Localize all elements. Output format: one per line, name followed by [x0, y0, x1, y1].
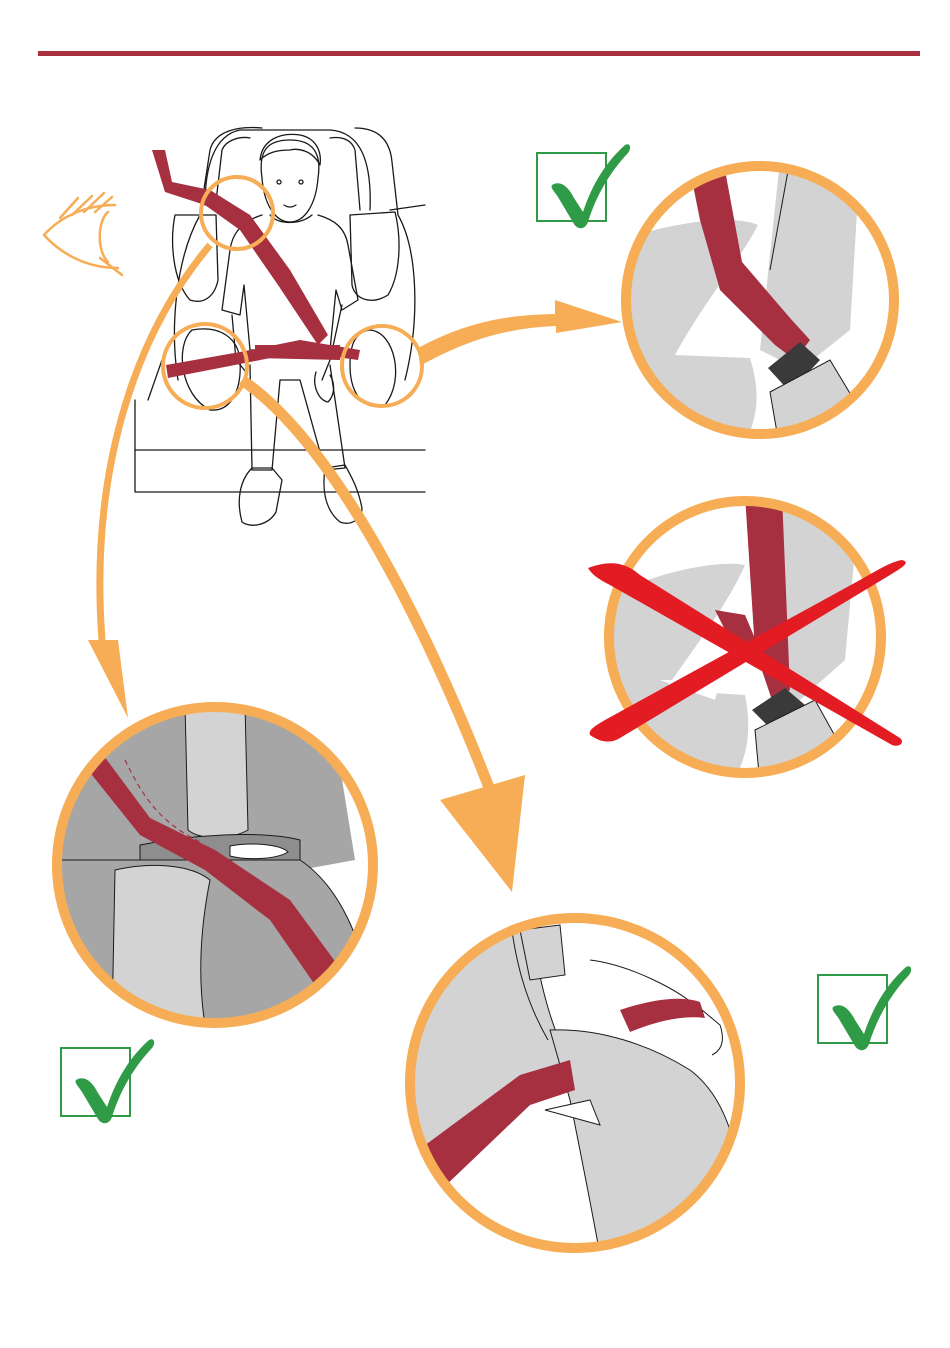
lap-belt-wrong-panel [600, 495, 890, 785]
lap-belt-guide-lower-panel [405, 915, 745, 1255]
checkmark-icon [818, 966, 911, 1050]
lap-belt-correct-panel [620, 160, 910, 450]
eye-icon [44, 193, 122, 275]
checkmark-icon [537, 144, 630, 228]
checkmark-icon [61, 1039, 154, 1123]
shoulder-belt-guide-panel [55, 705, 380, 1025]
overview-seat-illustration [135, 128, 425, 526]
